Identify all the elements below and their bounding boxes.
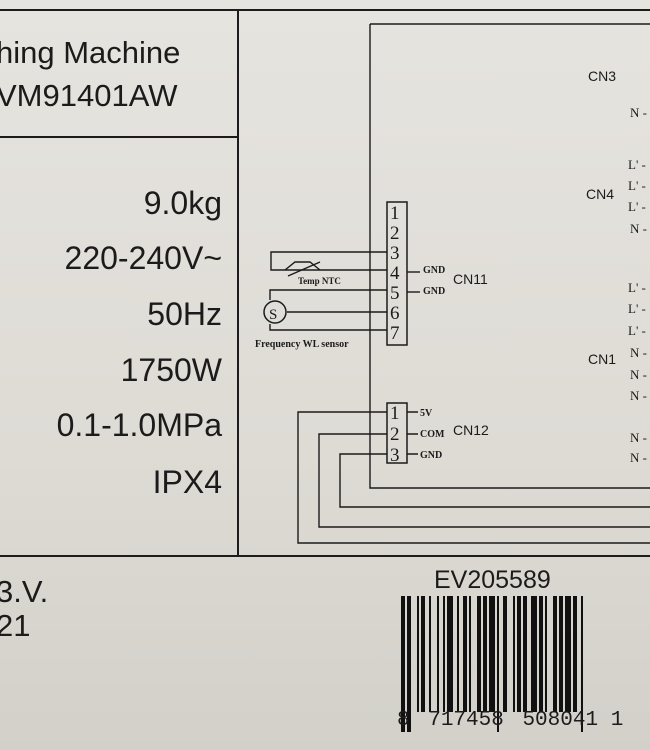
barcode [401, 596, 583, 732]
cn11-connector [386, 201, 408, 346]
terminal-label: L' - [628, 178, 646, 193]
barcode-first-digit: 8 [397, 709, 410, 732]
terminal-label: N - [630, 450, 647, 465]
barcode-bar [489, 596, 495, 712]
frequency-sensor-symbol [263, 300, 287, 324]
cn11-pins: 1 2 3 4 5 6 7 [390, 203, 400, 344]
barcode-bar [573, 596, 577, 712]
cn12-label: CN12 [453, 422, 489, 438]
gnd-label: GND [423, 286, 445, 297]
cn12-pin: 2 [390, 424, 400, 445]
cn11-label: CN11 [453, 271, 488, 287]
spec-ip-rating: IPX4 [152, 464, 222, 500]
barcode-bars [401, 596, 583, 732]
cn12-5v-label: 5V [420, 408, 433, 419]
svg-text:S: S [269, 307, 277, 323]
terminal-labels: N - L' - L' - L' - N - L' - L' - L' - N … [628, 105, 647, 465]
model-number: VM91401AW [0, 78, 178, 113]
barcode-bar [545, 596, 547, 712]
terminal-label: L' - [628, 157, 646, 172]
barcode-bar [477, 596, 481, 712]
barcode-bar [523, 596, 527, 712]
terminal-label: L' - [628, 199, 646, 214]
barcode-bar [539, 596, 543, 712]
spec-water-pressure: 0.1-1.0MPa [56, 407, 222, 443]
barcode-bar [463, 596, 467, 712]
barcode-bar [565, 596, 571, 712]
cn11-pin: 2 [390, 223, 400, 244]
cn11-pin: 6 [390, 303, 400, 324]
barcode-bar [457, 596, 459, 712]
spec-frequency: 50Hz [147, 296, 222, 332]
barcode-last-digit: 1 [610, 709, 624, 732]
barcode-bar [447, 596, 453, 712]
cn11-pin: 3 [390, 243, 400, 264]
title-bottom-rule [0, 136, 238, 138]
barcode-bar [497, 596, 499, 732]
cn12-gnd-label: GND [420, 450, 442, 461]
serial-number: EV205589 [434, 566, 551, 594]
terminal-label: N - [630, 367, 647, 382]
barcode-bar [437, 596, 439, 712]
cn12-connector [386, 402, 408, 464]
temp-ntc-label: Temp NTC [298, 276, 341, 286]
cn12-pin: 1 [390, 403, 400, 424]
frequency-sensor-label: Frequency WL sensor [255, 339, 349, 350]
barcode-bar [417, 596, 419, 712]
cn12-com-label: COM [420, 429, 445, 440]
cn11-pin: 7 [390, 323, 400, 344]
spec-capacity: 9.0kg [143, 185, 222, 221]
terminal-label: L' - [628, 280, 646, 295]
barcode-bar [531, 596, 537, 712]
terminal-label: N - [630, 430, 647, 445]
manufacture-year: 21 [0, 608, 31, 643]
cn1-label: CN1 [588, 351, 616, 367]
barcode-bar [421, 596, 425, 712]
barcode-digits: 8 717458 508041 1 [397, 710, 623, 731]
barcode-bar [553, 596, 557, 712]
cn11-pin: 5 [390, 283, 400, 304]
terminal-label: N - [630, 388, 647, 403]
top-border [0, 9, 650, 11]
middle-bottom-rule [0, 555, 650, 557]
cn11-pin: 1 [390, 203, 400, 224]
wiring-diagram: 1 2 3 4 5 6 7 GND GND CN11 Temp NTC S Fr… [255, 23, 650, 544]
cn4-label: CN4 [586, 186, 614, 202]
barcode-bar [483, 596, 487, 712]
terminal-label: L' - [628, 323, 646, 338]
barcode-bar [513, 596, 515, 712]
barcode-bar [429, 596, 431, 712]
spec-voltage: 220-240V~ [64, 240, 222, 276]
barcode-bar [401, 596, 405, 732]
cn11-pin: 4 [390, 263, 400, 284]
barcode-bar [469, 596, 471, 712]
manufacturer-text: 3.V. [0, 574, 49, 609]
barcode-bar [443, 596, 445, 712]
terminal-label: N - [630, 345, 647, 360]
cn12-pin: 3 [390, 445, 400, 466]
gnd-label: GND [423, 265, 445, 276]
barcode-group-2: 508041 [522, 709, 599, 732]
terminal-label: N - [630, 105, 647, 120]
cn3-label: CN3 [588, 68, 616, 84]
terminal-label: N - [630, 221, 647, 236]
product-title: hing Machine [0, 35, 181, 70]
left-panel-divider [237, 9, 239, 556]
spec-power: 1750W [120, 352, 222, 388]
barcode-group-1: 717458 [428, 709, 504, 732]
barcode-bar [407, 596, 411, 732]
barcode-bar [503, 596, 507, 712]
barcode-bar [581, 596, 583, 732]
barcode-bar [517, 596, 521, 712]
terminal-label: L' - [628, 301, 646, 316]
barcode-bar [559, 596, 563, 712]
